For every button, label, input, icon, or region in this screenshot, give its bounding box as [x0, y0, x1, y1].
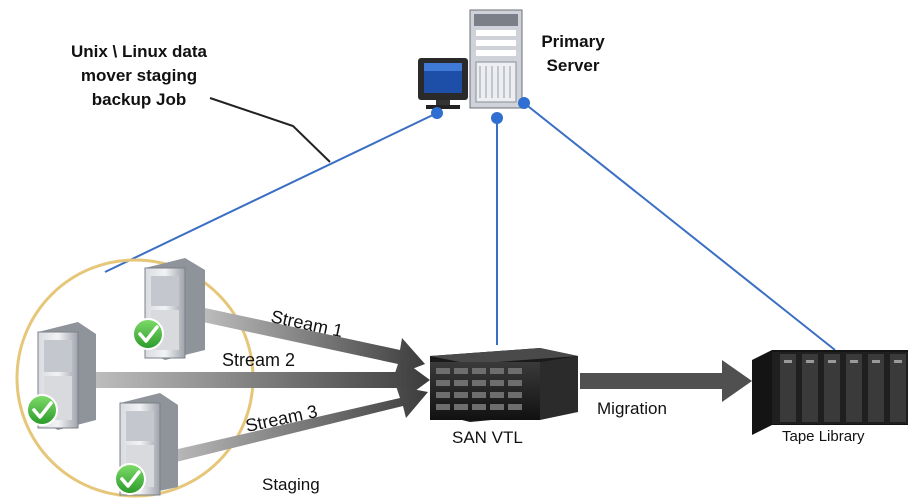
primary-server-label: Primary Server	[528, 30, 618, 78]
staging-label: Staging	[262, 475, 320, 494]
monitor-icon	[418, 58, 468, 109]
primary-server-icon	[469, 9, 523, 109]
stream-1-arrow	[203, 308, 425, 376]
migration-arrow	[580, 360, 752, 402]
link-line-staging	[104, 112, 438, 273]
stream-2-arrow	[96, 358, 430, 402]
connector-dot	[491, 112, 503, 124]
san-vtl-label: SAN VTL	[452, 428, 523, 447]
connector-dot	[518, 97, 530, 109]
san-vtl-icon	[430, 348, 578, 422]
stream-3-arrow	[165, 386, 428, 464]
backup-job-callout: Unix \ Linux data mover staging backup J…	[54, 40, 224, 112]
tape-library-label: Tape Library	[782, 428, 865, 445]
check-icon	[132, 318, 164, 350]
callout-leader-line	[209, 97, 331, 163]
callout-line-1: Unix \ Linux data	[70, 42, 208, 61]
stream-2-label: Stream 2	[222, 350, 295, 370]
primary-server-label-line-1: Primary	[541, 32, 605, 51]
callout-line-2: mover staging	[80, 66, 198, 85]
callout-line-3: backup Job	[91, 90, 187, 109]
link-line-tape	[523, 102, 836, 351]
check-icon	[114, 463, 146, 495]
primary-server-label-line-2: Server	[546, 56, 600, 75]
check-icon	[26, 394, 58, 426]
tape-library-icon	[752, 350, 908, 435]
migration-label: Migration	[597, 399, 667, 418]
connector-dot	[431, 107, 443, 119]
